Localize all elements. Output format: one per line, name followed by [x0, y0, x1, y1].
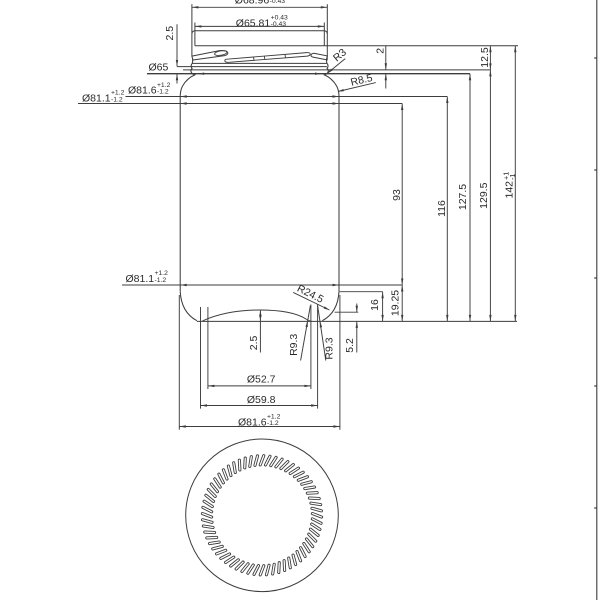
svg-text:129.5: 129.5: [478, 182, 490, 208]
svg-text:R9.3: R9.3: [288, 334, 300, 356]
svg-text:12.5: 12.5: [479, 47, 491, 68]
svg-text:+1.2: +1.2: [157, 82, 171, 89]
svg-text:Ø81.1: Ø81.1: [126, 273, 155, 285]
svg-text:116: 116: [436, 200, 448, 217]
svg-text:2.5: 2.5: [248, 335, 260, 350]
svg-text:5.2: 5.2: [344, 338, 356, 353]
svg-text:+1: +1: [502, 172, 511, 180]
svg-text:127.5: 127.5: [457, 184, 469, 210]
svg-text:2.5: 2.5: [164, 26, 176, 41]
svg-text:+1.2: +1.2: [267, 414, 281, 421]
svg-text:16: 16: [369, 299, 381, 311]
svg-text:Ø68.96: Ø68.96: [235, 0, 270, 6]
svg-text:2: 2: [375, 48, 387, 54]
svg-text:Ø65.81: Ø65.81: [236, 17, 271, 29]
svg-text:R8.5: R8.5: [349, 72, 374, 89]
svg-text:-0.43: -0.43: [271, 21, 287, 28]
svg-text:-1.2: -1.2: [267, 420, 279, 427]
svg-text:Ø59.8: Ø59.8: [247, 394, 276, 406]
svg-text:Ø65: Ø65: [149, 62, 169, 74]
svg-text:93: 93: [391, 189, 403, 201]
svg-text:+1.2: +1.2: [111, 90, 125, 97]
svg-text:-1: -1: [508, 174, 517, 180]
svg-text:+0.43: +0.43: [271, 14, 288, 21]
svg-text:Ø81.6: Ø81.6: [128, 85, 157, 97]
svg-text:-1.2: -1.2: [157, 89, 169, 96]
svg-text:+1.2: +1.2: [154, 270, 168, 277]
svg-text:19.25: 19.25: [389, 290, 401, 316]
svg-text:-1.2: -1.2: [111, 96, 123, 103]
svg-text:R9.3: R9.3: [323, 337, 335, 359]
svg-text:-0.43: -0.43: [270, 0, 286, 5]
svg-text:Ø52.7: Ø52.7: [247, 373, 276, 385]
svg-text:142: 142: [503, 181, 515, 199]
svg-text:Ø81.6: Ø81.6: [238, 416, 267, 428]
svg-text:-1.2: -1.2: [154, 277, 166, 284]
svg-text:Ø81.1: Ø81.1: [82, 93, 111, 105]
